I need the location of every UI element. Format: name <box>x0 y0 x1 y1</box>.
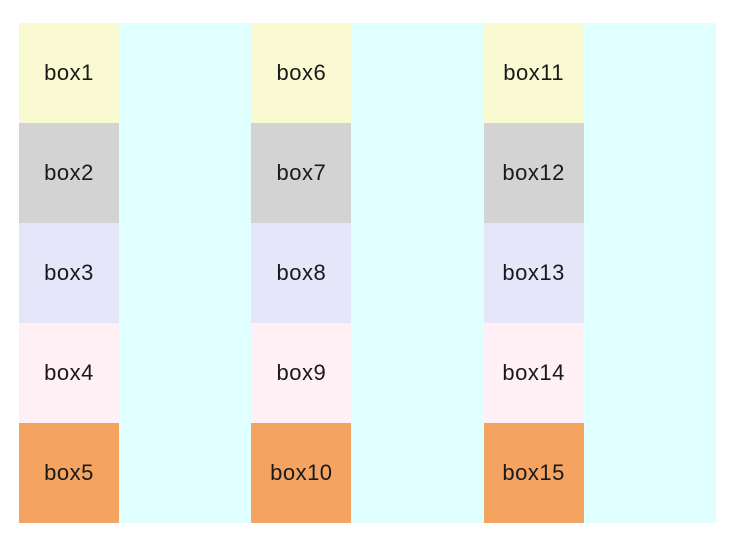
box-15: box15 <box>483 423 584 523</box>
box-1: box1 <box>19 23 119 123</box>
box-6: box6 <box>251 23 352 123</box>
box-5: box5 <box>19 423 119 523</box>
box-3: box3 <box>19 223 119 323</box>
box-column-3: box11 box12 box13 box14 box15 <box>483 23 716 523</box>
box-9: box9 <box>251 323 352 423</box>
box-column-1: box1 box2 box3 box4 box5 <box>19 23 251 523</box>
box-11: box11 <box>483 23 584 123</box>
box-12: box12 <box>483 123 584 223</box>
box-8: box8 <box>251 223 352 323</box>
box-13: box13 <box>483 223 584 323</box>
box-4: box4 <box>19 323 119 423</box>
box-10: box10 <box>251 423 352 523</box>
box-2: box2 <box>19 123 119 223</box>
box-7: box7 <box>251 123 352 223</box>
box-column-2: box6 box7 box8 box9 box10 <box>251 23 483 523</box>
box-14: box14 <box>483 323 584 423</box>
boxes-container: box1 box2 box3 box4 box5 box6 box7 box8 … <box>19 23 716 523</box>
